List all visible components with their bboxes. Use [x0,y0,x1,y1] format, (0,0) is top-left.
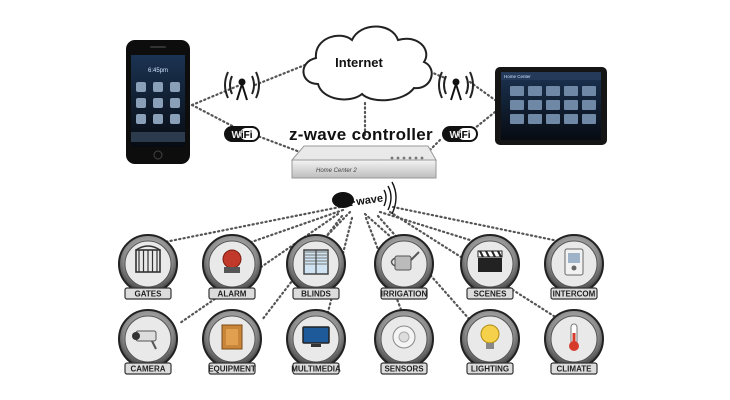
device-label: CLIMATE [557,365,593,374]
internet-label: Internet [335,55,383,70]
controller-title: z-wave controller [289,125,433,144]
device-label-box [550,287,598,300]
device-node-lighting[interactable]: LIGHTING [460,309,520,375]
device-label: SCENES [474,290,508,299]
wifi-badge-left: WiFi [224,126,260,142]
device-label: GATES [135,290,163,299]
window-blinds-icon [303,249,329,275]
tablet-device: Home Center [495,67,607,145]
device-node-scenes[interactable]: SCENES [460,234,520,300]
zwave-links [158,205,570,325]
device-node-alarm[interactable]: ALARM [202,234,262,300]
intercom-icon [564,248,584,276]
device-label-box [292,362,340,375]
internet-cloud: Internet [302,25,433,102]
device-label-box [380,287,428,300]
device-node-gates[interactable]: GATES [118,234,178,300]
zwave-logo-text: z·wave [346,193,383,210]
device-label: EQUIPMENT [208,365,256,374]
bulb-icon [480,324,500,349]
antenna-icon [224,71,260,101]
device-label: MULTIMEDIA [291,365,341,374]
device-label-box [466,362,514,375]
device-node-camera[interactable]: CAMERA [118,309,178,375]
device-node-irrigation[interactable]: IRRIGATION [374,234,434,300]
device-label-box [380,362,428,375]
device-label-box [208,362,256,375]
sensor-icon [392,325,416,349]
camera-icon [132,330,157,350]
siren-icon [222,249,242,273]
device-label-box [124,362,172,375]
device-label-box [466,287,514,300]
zwave-controller-device: Home Center 2 [290,145,437,179]
device-node-blinds[interactable]: BLINDS [286,234,346,300]
wifi-label: WiFi [449,130,470,141]
gate-icon [135,245,161,273]
device-label: ALARM [218,290,247,299]
device-node-intercom[interactable]: INTERCOM [544,234,604,300]
device-label: BLINDS [301,290,331,299]
device-label: INTERCOM [553,290,596,299]
device-nodes: GATES ALARM BLINDS IRRIGATION SCENES INTERCOM… [118,234,604,375]
clapperboard-icon [477,250,503,272]
phone-time: 6:45pm [148,68,168,74]
device-label: SENSORS [384,365,424,374]
device-label-box [124,287,172,300]
device-label: CAMERA [130,365,165,374]
zwave-logo: z·wave [332,181,397,215]
device-label-box [208,287,256,300]
device-node-equipment[interactable]: EQUIPMENT [202,309,262,375]
device-label-box [550,362,598,375]
device-label: LIGHTING [471,365,509,374]
smartphone-device: 6:45pm [126,40,190,164]
thermometer-icon [569,323,579,351]
tablet-app-title: Home Center [504,74,531,79]
device-node-sensors[interactable]: SENSORS [374,309,434,375]
device-label: IRRIGATION [381,290,428,299]
antenna-icon [438,71,474,101]
wifi-label: WiFi [231,130,252,141]
controller-brand: Home Center 2 [316,168,357,174]
device-node-climate[interactable]: CLIMATE [544,309,604,375]
tv-icon [302,326,330,347]
watering-can-icon [390,251,420,271]
wifi-badge-right: WiFi [442,126,478,142]
device-node-multimedia[interactable]: MULTIMEDIA [286,309,346,375]
equipment-icon [221,324,243,350]
device-label-box [292,287,340,300]
